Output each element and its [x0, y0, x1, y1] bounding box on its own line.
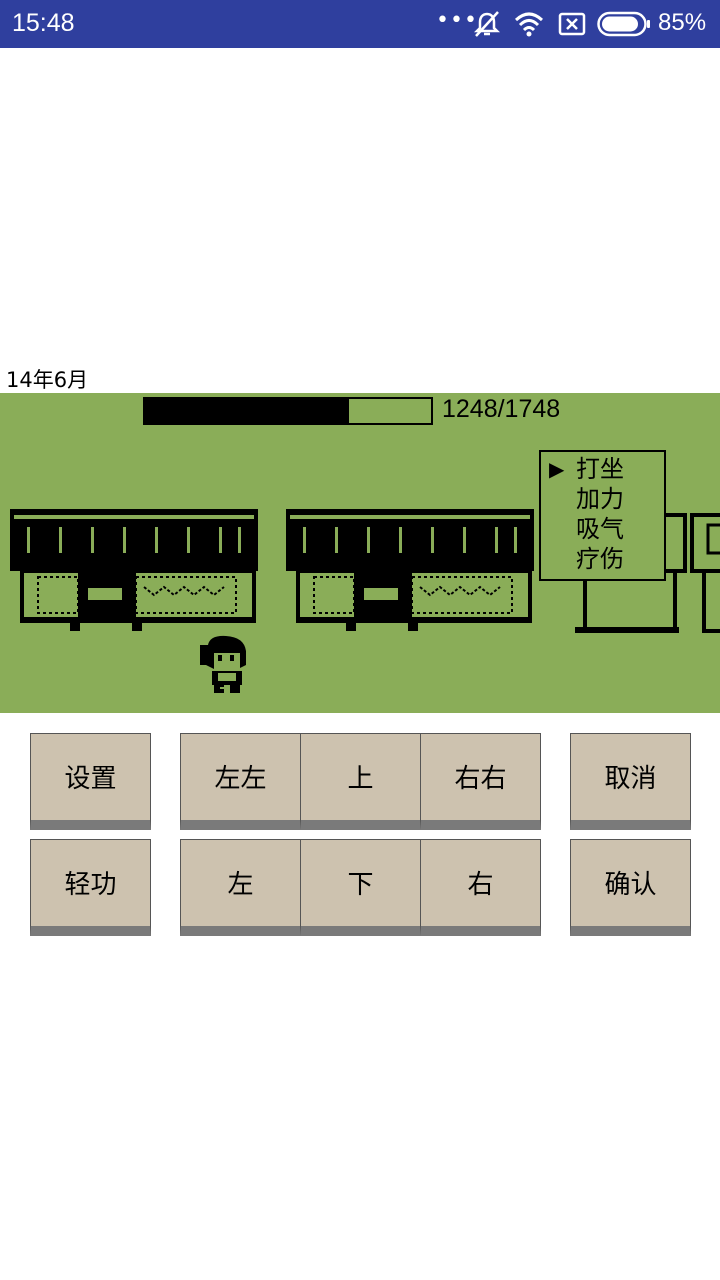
up-button[interactable]: 上	[300, 733, 421, 830]
hp-bar	[143, 397, 433, 425]
wifi-icon	[514, 12, 544, 37]
left-fast-button[interactable]: 左左	[180, 733, 301, 830]
right-button[interactable]: 右	[420, 839, 541, 936]
battery-icon	[597, 11, 650, 37]
down-button[interactable]: 下	[300, 839, 421, 936]
menu-item-breathe[interactable]: 吸气	[541, 514, 664, 544]
cancel-button[interactable]: 取消	[570, 733, 691, 830]
mute-icon	[473, 11, 501, 37]
hp-bar-fill	[145, 399, 350, 423]
house-1	[8, 507, 260, 633]
menu-cursor-icon: ▶	[549, 457, 565, 481]
game-date: 14年6月	[6, 368, 89, 392]
left-button[interactable]: 左	[180, 839, 301, 936]
qinggong-button[interactable]: 轻功	[30, 839, 151, 936]
game-viewport[interactable]: 1248/1748 ▶ 打坐 加力 吸气 疗伤	[0, 393, 720, 713]
more-dots-icon: •••	[436, 8, 478, 33]
no-sim-icon	[558, 12, 586, 36]
menu-item-label: 吸气	[576, 515, 624, 543]
menu-item-add-power[interactable]: 加力	[541, 484, 664, 514]
right-fast-button[interactable]: 右右	[420, 733, 541, 830]
house-2	[284, 507, 536, 633]
menu-item-heal[interactable]: 疗伤	[541, 544, 664, 574]
battery-percent: 85%	[658, 9, 707, 36]
settings-button[interactable]: 设置	[30, 733, 151, 830]
menu-item-label: 打坐	[576, 455, 624, 483]
action-menu: ▶ 打坐 加力 吸气 疗伤	[539, 450, 666, 581]
menu-item-label: 疗伤	[576, 545, 624, 573]
hp-text: 1248/1748	[442, 395, 561, 423]
status-time: 15:48	[12, 9, 75, 37]
status-bar: 15:48 ••• 85%	[0, 0, 720, 48]
menu-item-meditate[interactable]: ▶ 打坐	[541, 454, 664, 484]
confirm-button[interactable]: 确认	[570, 839, 691, 936]
player-character	[200, 635, 246, 693]
menu-item-label: 加力	[576, 485, 624, 513]
